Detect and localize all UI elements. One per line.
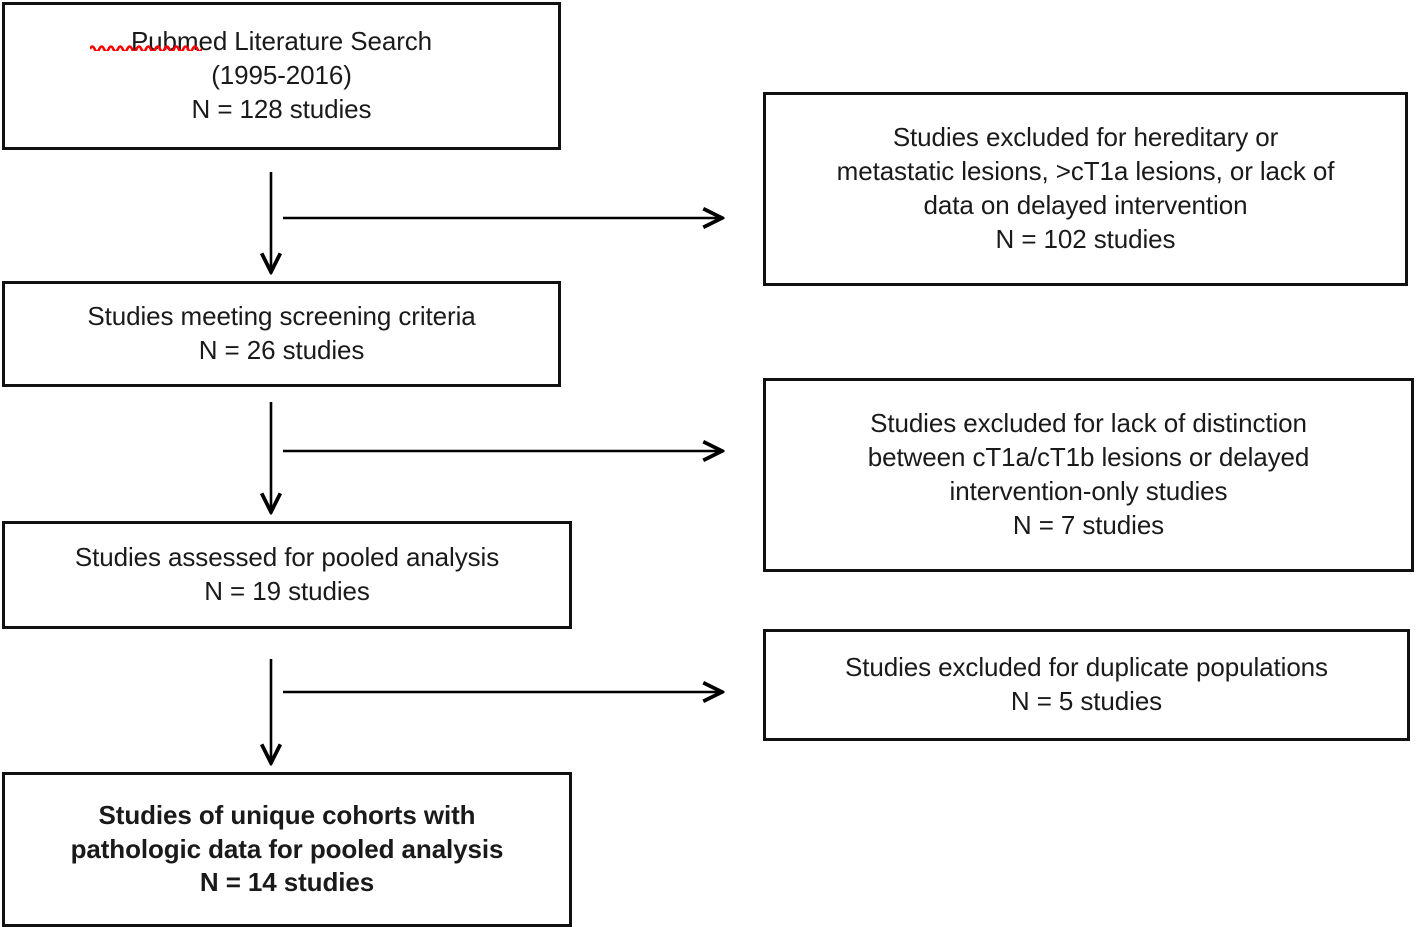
node-studies-assessed-for-pooled-analysis-label: Studies assessed for pooled analysis N =…: [74, 542, 500, 606]
node-studies-meeting-screening-criteria[interactable]: Studies meeting screening criteria N = 2…: [2, 281, 561, 387]
node-studies-excluded-duplicate-populations[interactable]: Studies excluded for duplicate populatio…: [763, 629, 1410, 741]
node-studies-of-unique-cohorts[interactable]: Studies of unique cohorts with pathologi…: [2, 772, 572, 927]
node-studies-excluded-lack-of-distinction[interactable]: Studies excluded for lack of distinction…: [763, 378, 1414, 572]
node-studies-assessed-for-pooled-analysis[interactable]: Studies assessed for pooled analysis N =…: [2, 521, 572, 629]
node-studies-excluded-duplicate-populations-label: Studies excluded for duplicate populatio…: [845, 652, 1328, 716]
node-pubmed-literature-search-label: Pubmed Literature Search (1995-2016) N =…: [130, 26, 433, 124]
node-pubmed-literature-search[interactable]: Pubmed Literature Search (1995-2016) N =…: [2, 2, 561, 150]
node-studies-excluded-lack-of-distinction-label: Studies excluded for lack of distinction…: [867, 408, 1310, 540]
node-studies-of-unique-cohorts-label: Studies of unique cohorts with pathologi…: [70, 799, 504, 898]
node-studies-excluded-hereditary-metastatic-label: Studies excluded for hereditary or metas…: [836, 122, 1335, 254]
node-studies-excluded-hereditary-metastatic[interactable]: Studies excluded for hereditary or metas…: [763, 92, 1408, 286]
node-studies-meeting-screening-criteria-label: Studies meeting screening criteria N = 2…: [87, 301, 476, 365]
